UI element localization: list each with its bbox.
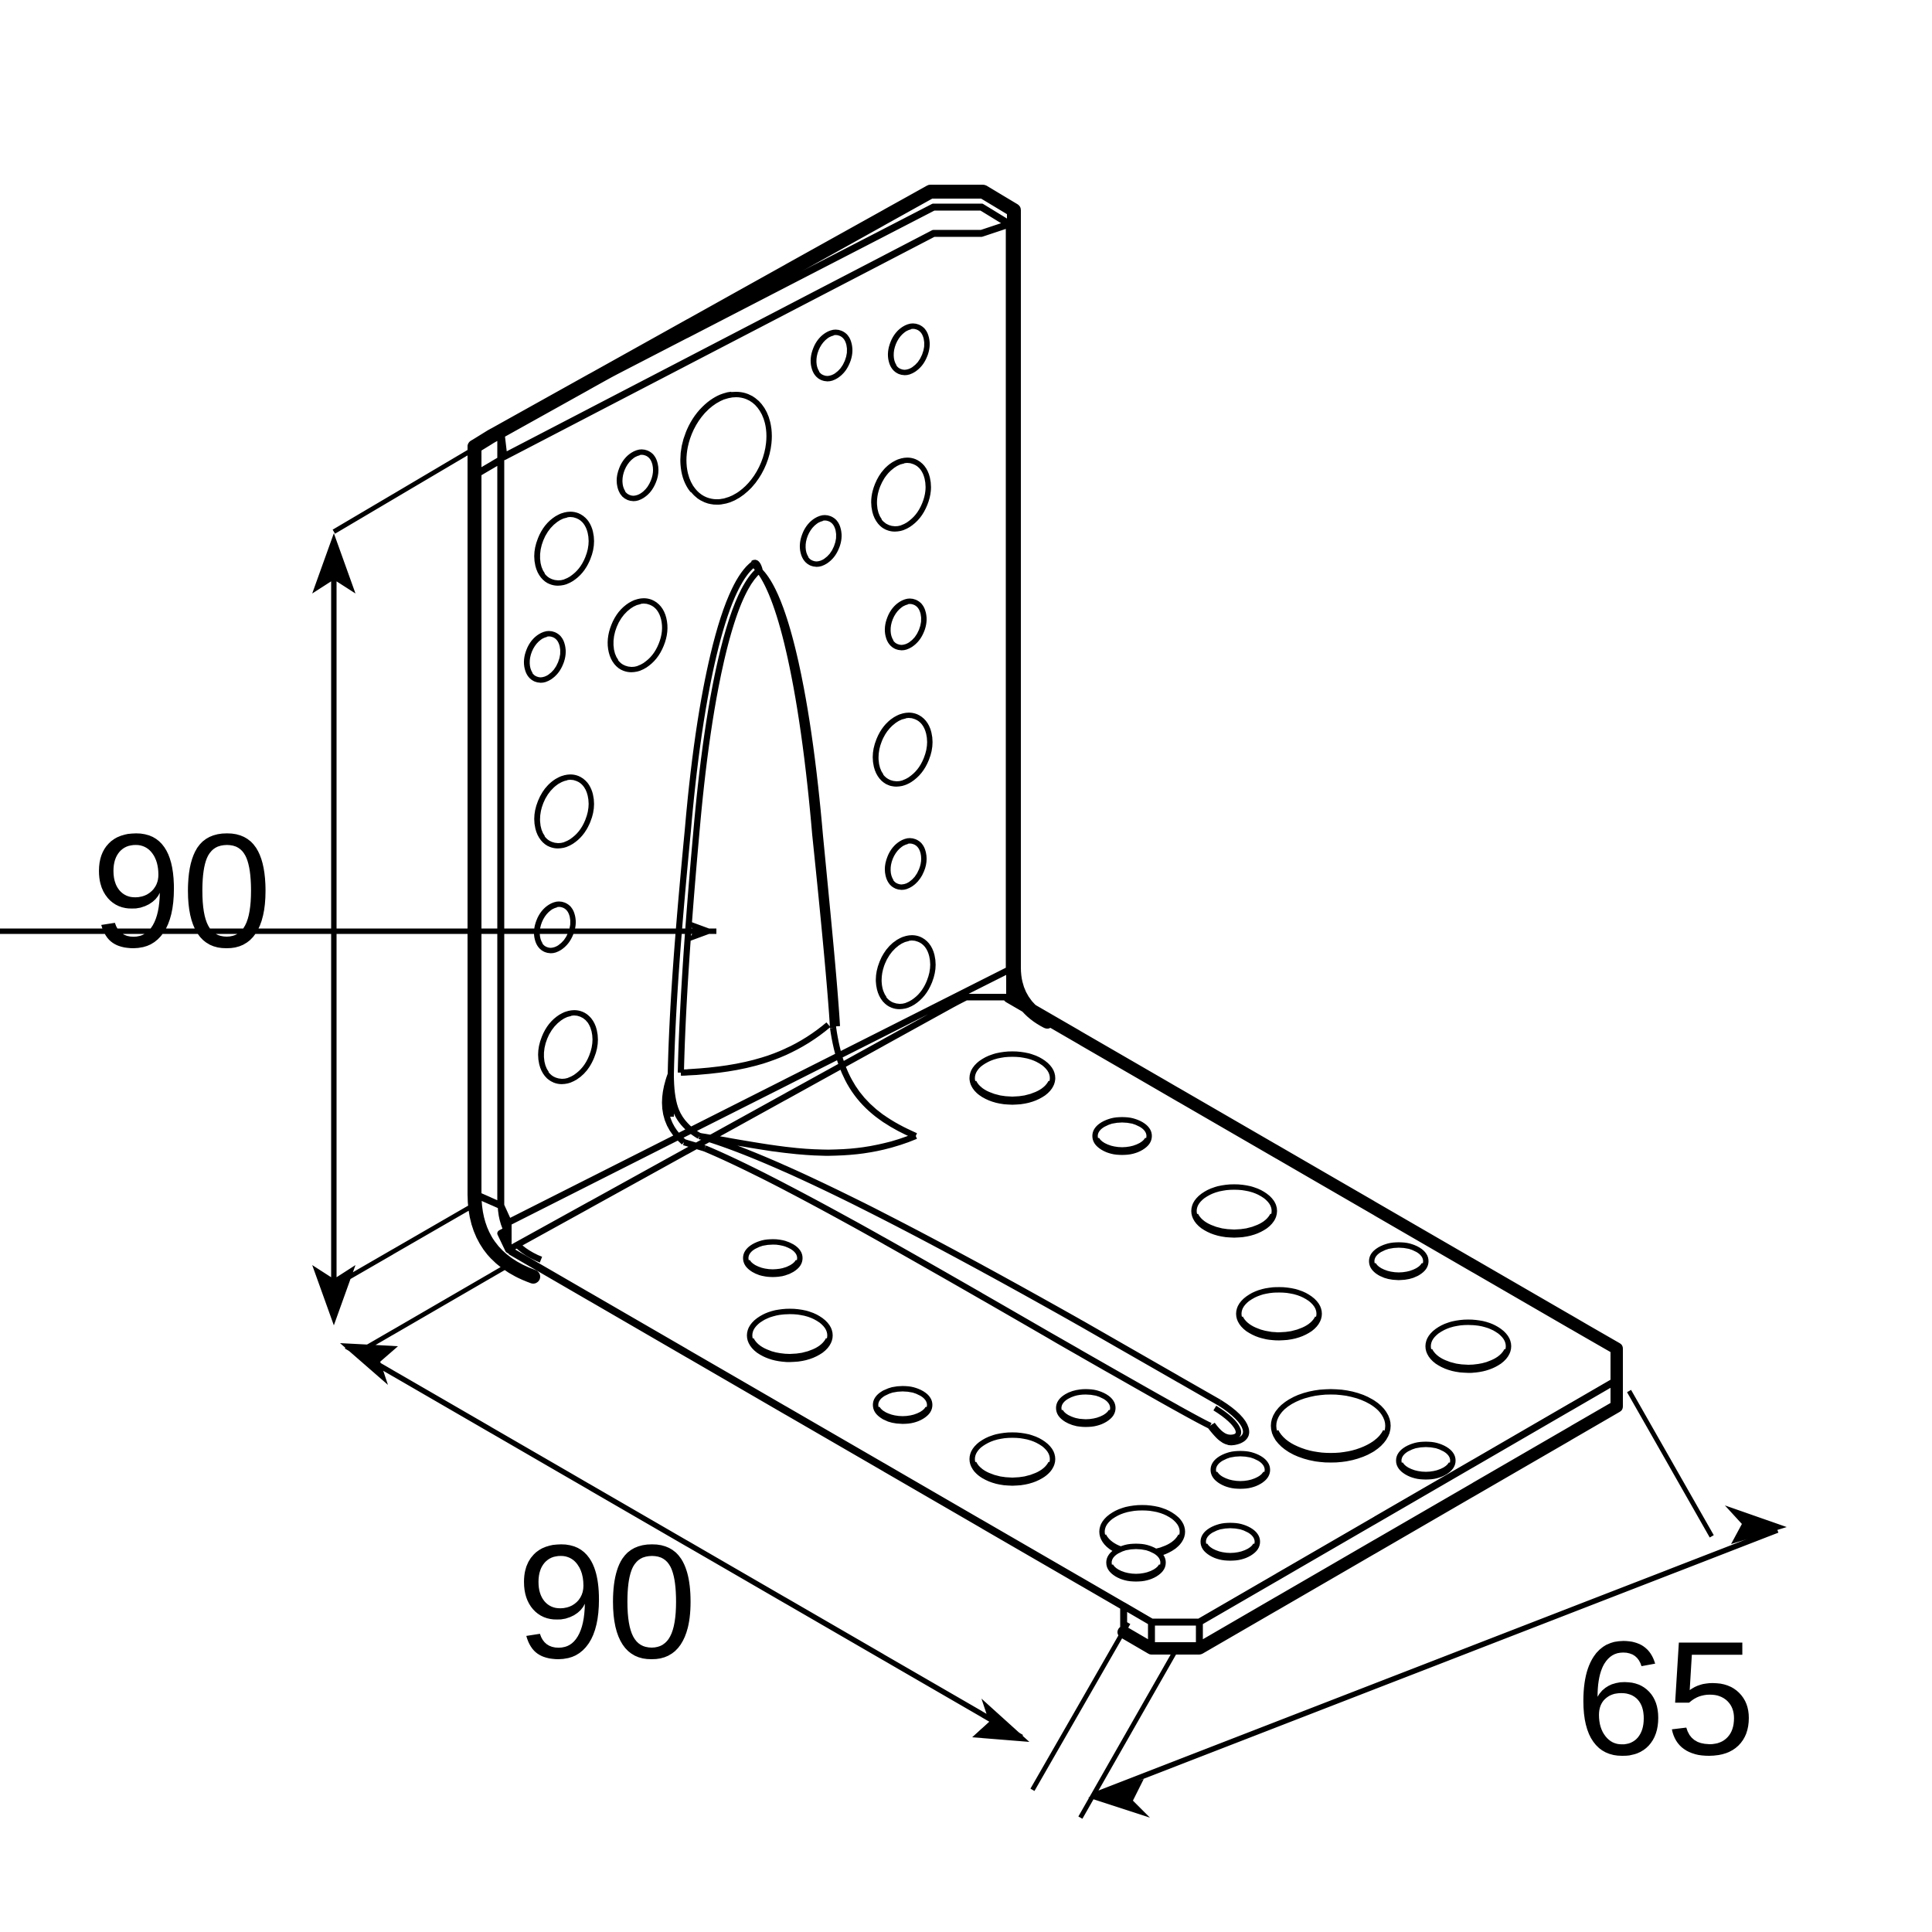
hole-small (1372, 1245, 1426, 1277)
arrow-head-depth-start (1088, 1779, 1150, 1818)
extension-line-width-start (354, 1262, 512, 1356)
gusset-base-fillet (699, 1133, 917, 1156)
vertical-plate-top-bevel (497, 203, 1013, 461)
extension-line-height-top (332, 449, 471, 534)
bend-inner-face (505, 967, 1012, 1253)
gusset-foot-left (682, 1139, 706, 1151)
dimension-line-depth (1094, 1527, 1779, 1798)
gusset-arch-inner (678, 567, 761, 1073)
hole-small (1109, 1546, 1163, 1579)
hole-large (1239, 1290, 1319, 1338)
extension-line-height-bottom (332, 1203, 474, 1288)
bend-radius-left (468, 1187, 540, 1284)
dimension-height: 90 (0, 449, 716, 1325)
gusset-arch-inner2 (757, 568, 840, 1027)
arrow-head-height-bottom (312, 1265, 355, 1325)
bend-corner (505, 967, 1012, 1253)
hole-small (1213, 1454, 1267, 1486)
dimension-label-height: 90 (91, 800, 272, 981)
dimension-line-width (345, 1343, 1023, 1740)
hole-large (750, 1311, 830, 1359)
arrow-head-height-top (312, 533, 355, 594)
hole-large-center (1274, 1392, 1388, 1460)
hole-large (972, 1054, 1053, 1102)
gusset-fillet-upper (680, 1022, 831, 1076)
dimension-label-depth: 65 (1575, 1607, 1756, 1789)
hole-large (1194, 1187, 1274, 1235)
dimension-depth: 65 (1078, 1389, 1787, 1819)
gusset-arch-apex (751, 560, 763, 572)
hole-small (876, 1389, 930, 1421)
gusset-blade-tip (1207, 1400, 1250, 1446)
gusset-blade-bottom (703, 1145, 1212, 1429)
bracket-body (468, 185, 1623, 1655)
hole-small (1095, 1120, 1149, 1152)
gusset-blade-top (698, 1133, 1222, 1406)
arrow-head-width-start (340, 1343, 398, 1385)
horizontal-plate-inner-line (509, 1249, 1124, 1610)
dimension-label-width: 90 (516, 1511, 697, 1692)
extension-line-depth-start (1078, 1651, 1177, 1819)
gusset-arch-outer (668, 561, 756, 1075)
arrow-head-width-end (972, 1699, 1029, 1742)
gusset-rib (662, 560, 1250, 1446)
extension-line-width-end (1030, 1621, 1131, 1791)
gusset-blade-tip-inner (1210, 1406, 1241, 1440)
arrow-head-depth-end (1725, 1505, 1787, 1544)
hole-large (1428, 1322, 1509, 1370)
hole-large (972, 1435, 1053, 1483)
horizontal-plate-outline-heavy (1003, 991, 1623, 1655)
gusset-transition-right (830, 1027, 917, 1139)
vertical-plate-top-heavy (468, 185, 1021, 975)
bend-radius-right (1007, 961, 1054, 1029)
hole-small (1203, 1526, 1257, 1558)
dimension-width: 90 (340, 1262, 1131, 1791)
hole-small (1059, 1392, 1113, 1424)
extension-line-depth-end (1627, 1389, 1714, 1538)
hole-small (1399, 1444, 1453, 1477)
hole-small (746, 1242, 800, 1274)
